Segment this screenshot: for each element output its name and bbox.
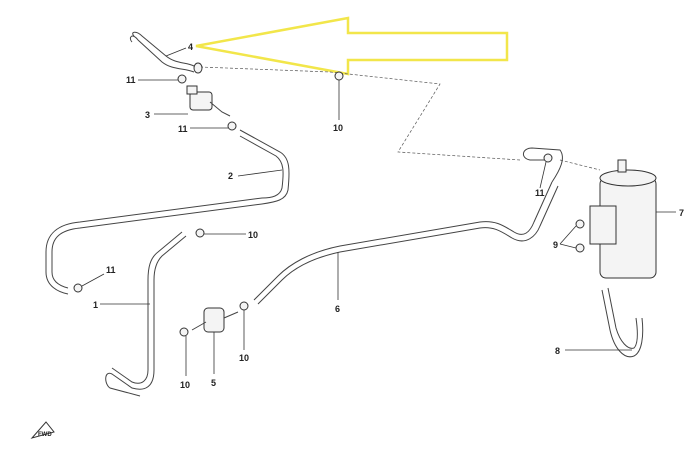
label-part-1: 1	[93, 300, 98, 310]
hose-part-1-inner	[111, 231, 183, 384]
fwd-label: FWD	[38, 432, 52, 438]
label-part-8: 8	[555, 346, 560, 356]
label-part-10a: 10	[333, 123, 343, 133]
hose-part-8	[601, 289, 644, 358]
valve-part-3-outlet	[209, 101, 231, 117]
clamp-part-10d	[239, 301, 249, 311]
hose-part-6-inner	[257, 185, 559, 305]
label-part-7: 7	[679, 208, 684, 218]
hose-part-11d	[523, 147, 563, 183]
hose-part-4-inner	[129, 35, 195, 73]
hose-part-8-inner	[607, 287, 638, 349]
label-part-4: 4	[188, 42, 193, 52]
label-part-11a: 11	[126, 75, 136, 85]
nut-part-9b	[575, 243, 585, 253]
clamp-part-10b	[195, 228, 205, 238]
filter-part-5-outlet	[191, 321, 207, 331]
fwd-arrow-icon	[30, 421, 55, 439]
dashed-route-line-2	[559, 159, 601, 171]
label-part-10c: 10	[180, 380, 190, 390]
hose-part-6	[253, 181, 553, 301]
canister-bracket	[589, 205, 617, 245]
clamp-part-10c	[179, 327, 189, 337]
nut-part-9a	[575, 219, 585, 229]
clamp-part-11b	[227, 121, 237, 131]
clamp-part-11d	[543, 153, 553, 163]
filter-part-5	[203, 307, 225, 333]
hose-part-4-end	[193, 62, 203, 74]
valve-part-3	[189, 91, 213, 111]
label-part-5: 5	[211, 378, 216, 388]
label-part-2: 2	[228, 171, 233, 181]
valve-part-3-connector	[186, 85, 198, 95]
filter-part-5-inlet	[223, 311, 239, 319]
canister-port	[617, 159, 627, 173]
hose-part-2	[51, 129, 290, 289]
label-part-10d: 10	[239, 353, 249, 363]
clamp-part-11c	[73, 283, 83, 293]
clamp-part-11a	[177, 74, 187, 84]
label-part-3: 3	[145, 110, 150, 120]
label-part-11c: 11	[106, 265, 116, 275]
hose-part-2-inner	[45, 135, 284, 295]
highlight-arrow	[195, 16, 509, 76]
canister-part-7-top	[599, 169, 657, 187]
label-part-10b: 10	[248, 230, 258, 240]
label-part-9: 9	[553, 240, 558, 250]
hose-part-1	[105, 235, 187, 397]
dashed-route-line	[199, 66, 521, 161]
label-part-6: 6	[335, 304, 340, 314]
label-part-11b: 11	[178, 124, 188, 134]
hose-part-4	[132, 31, 195, 67]
clamp-part-10a	[334, 71, 344, 81]
label-part-11d: 11	[535, 188, 545, 198]
